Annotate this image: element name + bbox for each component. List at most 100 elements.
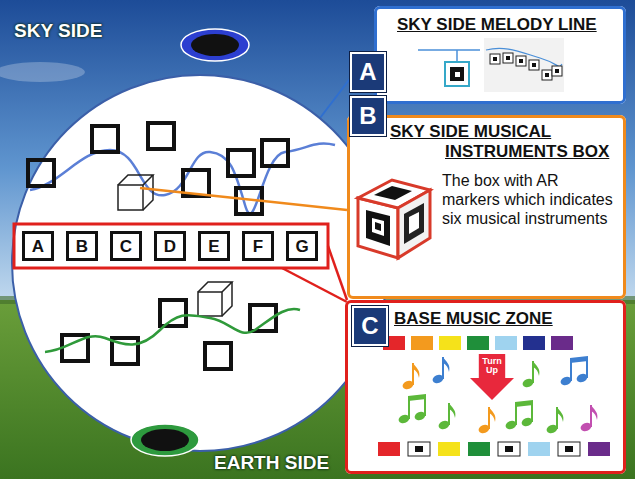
panel-ground bbox=[347, 115, 626, 299]
leader-line bbox=[140, 188, 347, 302]
key-letter: E bbox=[208, 238, 219, 255]
music-note bbox=[397, 356, 597, 435]
sky bbox=[0, 62, 85, 82]
callout-badge: A bbox=[350, 52, 386, 92]
marker-square bbox=[205, 343, 231, 369]
melody-line-photo bbox=[532, 63, 536, 67]
color-square bbox=[439, 336, 461, 350]
key-box: D bbox=[154, 231, 186, 261]
color-square bbox=[523, 336, 545, 350]
ar-marker-cube bbox=[409, 212, 419, 234]
side-label: SKY SIDE bbox=[14, 20, 102, 42]
key-box: F bbox=[242, 231, 274, 261]
callout-panel: SKY SIDE MELODY LINE bbox=[374, 6, 626, 104]
color-square bbox=[378, 442, 400, 456]
turn-up-arrow: Turn Up bbox=[470, 354, 514, 400]
ar-marker-cube bbox=[398, 190, 430, 258]
leader-line bbox=[320, 76, 352, 118]
callout-panel: SKY SIDE MUSICAL INSTRUMENTS BOX The box … bbox=[347, 115, 626, 299]
melody-line-photo bbox=[519, 59, 523, 63]
ar-marker-cube bbox=[358, 180, 430, 258]
panel-ground bbox=[374, 6, 626, 104]
callout-letter: C bbox=[361, 314, 378, 338]
color-square bbox=[558, 442, 580, 456]
melody-line-photo bbox=[503, 53, 513, 63]
key-letter: A bbox=[32, 238, 44, 255]
earth-side-hole bbox=[131, 424, 199, 456]
side-label: EARTH SIDE bbox=[214, 452, 329, 474]
play-field-circle bbox=[12, 75, 388, 451]
sky-side-hole bbox=[181, 29, 249, 61]
color-square bbox=[411, 336, 433, 350]
color-square bbox=[551, 336, 573, 350]
music-note bbox=[431, 357, 449, 385]
melody-line-photo bbox=[456, 50, 458, 62]
color-square bbox=[438, 442, 460, 456]
music-note bbox=[437, 403, 455, 431]
play-field-circle bbox=[12, 75, 388, 451]
melody-line-photo bbox=[493, 57, 497, 61]
melody-line-photo bbox=[516, 56, 526, 66]
base-music-line bbox=[45, 309, 300, 352]
color-square bbox=[378, 336, 610, 456]
color-square bbox=[468, 442, 490, 456]
arrow-shape bbox=[470, 354, 514, 400]
instrument-cube bbox=[198, 292, 222, 316]
music-note bbox=[504, 400, 533, 431]
marker-square bbox=[28, 160, 54, 186]
marker-square bbox=[160, 300, 186, 326]
music-note bbox=[545, 407, 563, 435]
melody-line-photo bbox=[529, 60, 539, 70]
base-music-line bbox=[45, 309, 300, 352]
callout-letter: A bbox=[359, 60, 376, 84]
base-zone-frame bbox=[14, 224, 328, 268]
panel-title: SKY SIDE MUSICAL INSTRUMENTS BOX bbox=[390, 122, 617, 163]
color-square bbox=[588, 442, 610, 456]
melody-line-photo bbox=[506, 56, 510, 60]
melody-line-photo bbox=[486, 48, 562, 66]
leader-line bbox=[140, 188, 347, 210]
color-square bbox=[528, 442, 550, 456]
melody-line-photo bbox=[555, 69, 559, 73]
color-square bbox=[415, 446, 423, 452]
marker-square bbox=[228, 150, 254, 176]
color-square bbox=[565, 446, 573, 452]
ar-marker-cube bbox=[372, 218, 384, 236]
color-square bbox=[495, 336, 517, 350]
instrument-cube bbox=[118, 175, 153, 185]
earth-side-hole bbox=[141, 429, 189, 451]
key-letter: F bbox=[253, 238, 263, 255]
melody-line-photo bbox=[545, 73, 549, 77]
key-box: E bbox=[198, 231, 230, 261]
marker-square bbox=[262, 140, 288, 166]
key-letter: D bbox=[164, 238, 176, 255]
instrument-cube bbox=[143, 175, 153, 210]
callout-badge: B bbox=[350, 96, 386, 136]
key-box: A bbox=[22, 231, 54, 261]
key-box: B bbox=[66, 231, 98, 261]
leader-line bbox=[282, 268, 347, 302]
panel-ground bbox=[345, 6, 626, 474]
ar-marker-cube bbox=[366, 210, 390, 246]
melody-line-photo bbox=[490, 54, 500, 64]
music-note bbox=[397, 394, 426, 425]
key-letter: C bbox=[120, 238, 132, 255]
marker-square bbox=[148, 123, 174, 149]
instrument-cube bbox=[222, 282, 232, 316]
melody-line-photo bbox=[445, 62, 469, 86]
earth-side-hole bbox=[131, 424, 199, 456]
sky-side-hole bbox=[191, 34, 239, 56]
panel-title: BASE MUSIC ZONE bbox=[394, 309, 553, 329]
key-box: C bbox=[110, 231, 142, 261]
ar-marker-cube bbox=[375, 222, 381, 231]
color-square bbox=[505, 446, 513, 452]
music-note bbox=[579, 405, 597, 433]
melody-line-photo bbox=[418, 49, 480, 51]
melody-line-photo bbox=[450, 67, 464, 81]
panel-body: The box with AR markers which indicates … bbox=[442, 171, 620, 229]
instrument-cube bbox=[118, 185, 143, 210]
music-note bbox=[559, 356, 588, 387]
panel-title: SKY SIDE MELODY LINE bbox=[397, 15, 597, 35]
ar-marker-cube bbox=[404, 203, 424, 244]
